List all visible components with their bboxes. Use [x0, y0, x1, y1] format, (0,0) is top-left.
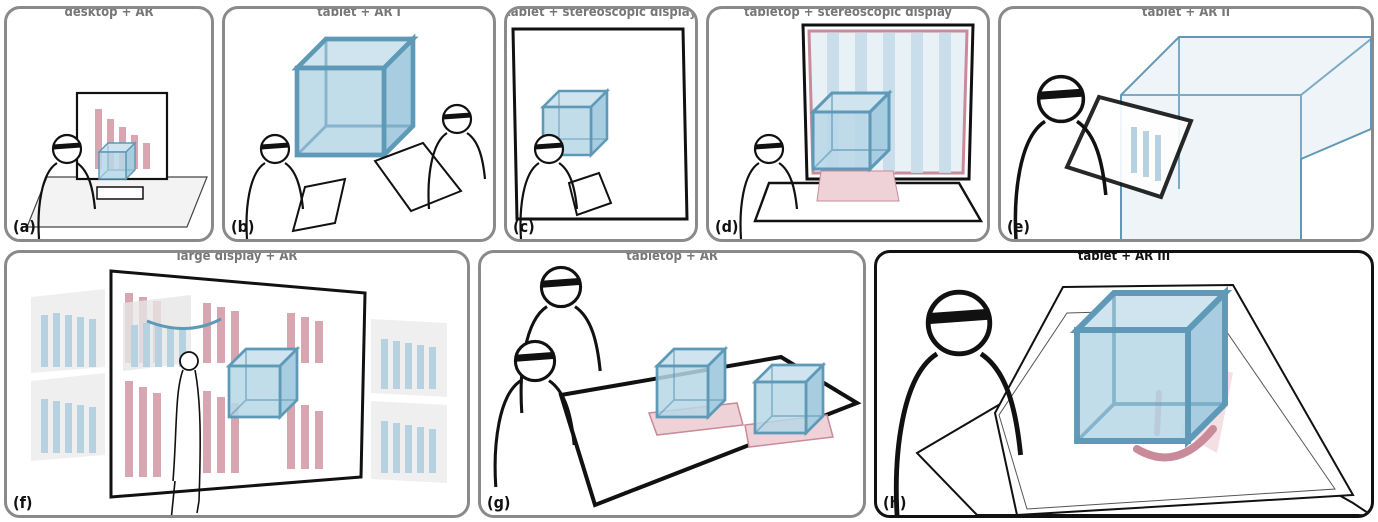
- panel-large-display-ar: large display + AR (f): [4, 250, 470, 518]
- panel-label: (h): [883, 494, 906, 512]
- illustration: [481, 253, 863, 515]
- panel-label: (d): [715, 218, 738, 236]
- panel-tabletop-ar: tabletop + AR (g): [478, 250, 866, 518]
- panel-desktop-ar: desktop + AR (a): [4, 6, 214, 242]
- panel-label: (c): [513, 218, 535, 236]
- illustration: [507, 9, 695, 239]
- panel-tablet-ar-3: tablet + AR III (h): [874, 250, 1374, 518]
- illustration: [1001, 9, 1371, 239]
- illustration: [7, 253, 467, 515]
- panel-label: (f): [13, 494, 32, 512]
- panel-tabletop-stereoscopic: tabletop + stereoscopic display (d): [706, 6, 990, 242]
- illustration: [7, 9, 211, 239]
- panel-label: (b): [231, 218, 254, 236]
- illustration: [225, 9, 493, 239]
- illustration: [709, 9, 987, 239]
- panel-tablet-ar-2: tablet + AR II (e): [998, 6, 1374, 242]
- panel-tablet-stereoscopic: tablet + stereoscopic display (c): [504, 6, 698, 242]
- panel-label: (a): [13, 218, 36, 236]
- panel-label: (g): [487, 494, 510, 512]
- panel-tablet-ar-1: tablet + AR I (b): [222, 6, 496, 242]
- illustration: [877, 253, 1371, 515]
- panel-label: (e): [1007, 218, 1030, 236]
